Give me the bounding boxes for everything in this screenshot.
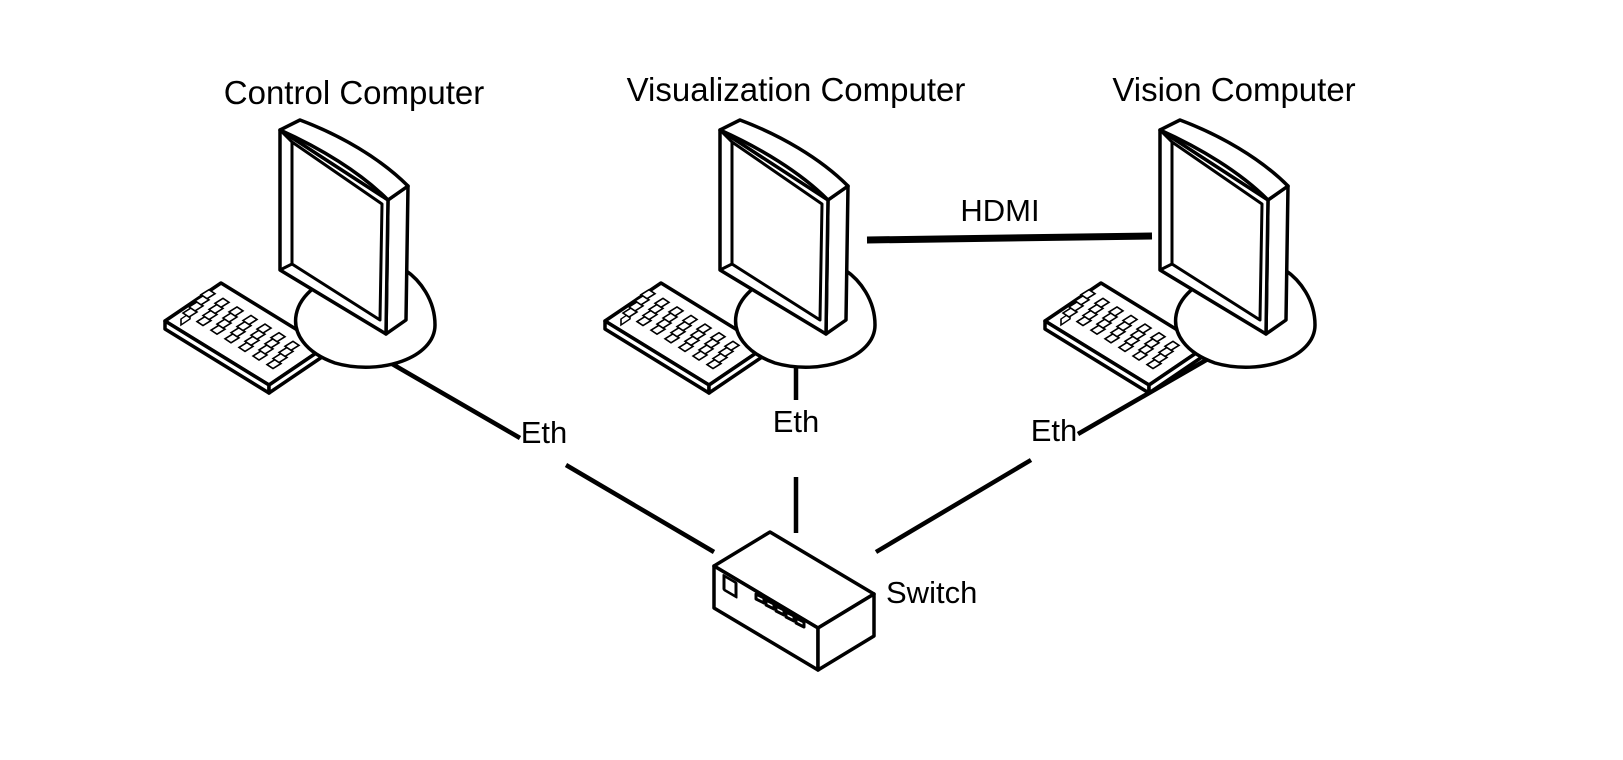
hdmi-link <box>866 232 1153 244</box>
keyboard-key <box>681 314 699 326</box>
keyboard-key <box>1093 297 1111 309</box>
keyboard-key <box>199 288 217 300</box>
vision-computer-label: Vision Computer <box>1112 71 1355 108</box>
eth-label-control: Eth <box>521 415 568 450</box>
keyboard-key <box>1135 323 1153 335</box>
visualization-computer <box>603 118 877 395</box>
monitor-icon <box>718 118 877 369</box>
monitor-icon <box>278 118 437 369</box>
eth-label-visualization: Eth <box>773 404 820 439</box>
visualization-computer-label: Visualization Computer <box>627 71 966 108</box>
keyboard-key <box>653 297 671 309</box>
keyboard-key <box>1079 288 1097 300</box>
keyboard-key <box>667 305 685 317</box>
vision-computer <box>1043 118 1317 395</box>
keyboard-key <box>1107 305 1125 317</box>
control-computer-label: Control Computer <box>224 74 484 111</box>
keyboard-key <box>709 331 727 343</box>
switch-icon <box>712 530 876 672</box>
keyboard-key <box>639 288 657 300</box>
keyboard-key <box>695 323 713 335</box>
keyboard-key <box>1163 340 1181 352</box>
keyboard-key <box>213 297 231 309</box>
keyboard-key <box>269 331 287 343</box>
monitor-icon <box>1158 118 1317 369</box>
keyboard-key <box>283 340 301 352</box>
keyboard-key <box>1121 314 1139 326</box>
keyboard-key <box>723 340 741 352</box>
eth-link-vision <box>874 346 1229 554</box>
keyboard-key <box>1149 331 1167 343</box>
hdmi-label: HDMI <box>960 193 1039 228</box>
keyboard-key <box>227 305 245 317</box>
eth-label-vision: Eth <box>1031 413 1078 448</box>
control-computer <box>163 118 437 395</box>
switch-label: Switch <box>886 575 977 610</box>
keyboard-key <box>241 314 259 326</box>
keyboard-key <box>255 323 273 335</box>
eth-link-control <box>366 348 716 554</box>
